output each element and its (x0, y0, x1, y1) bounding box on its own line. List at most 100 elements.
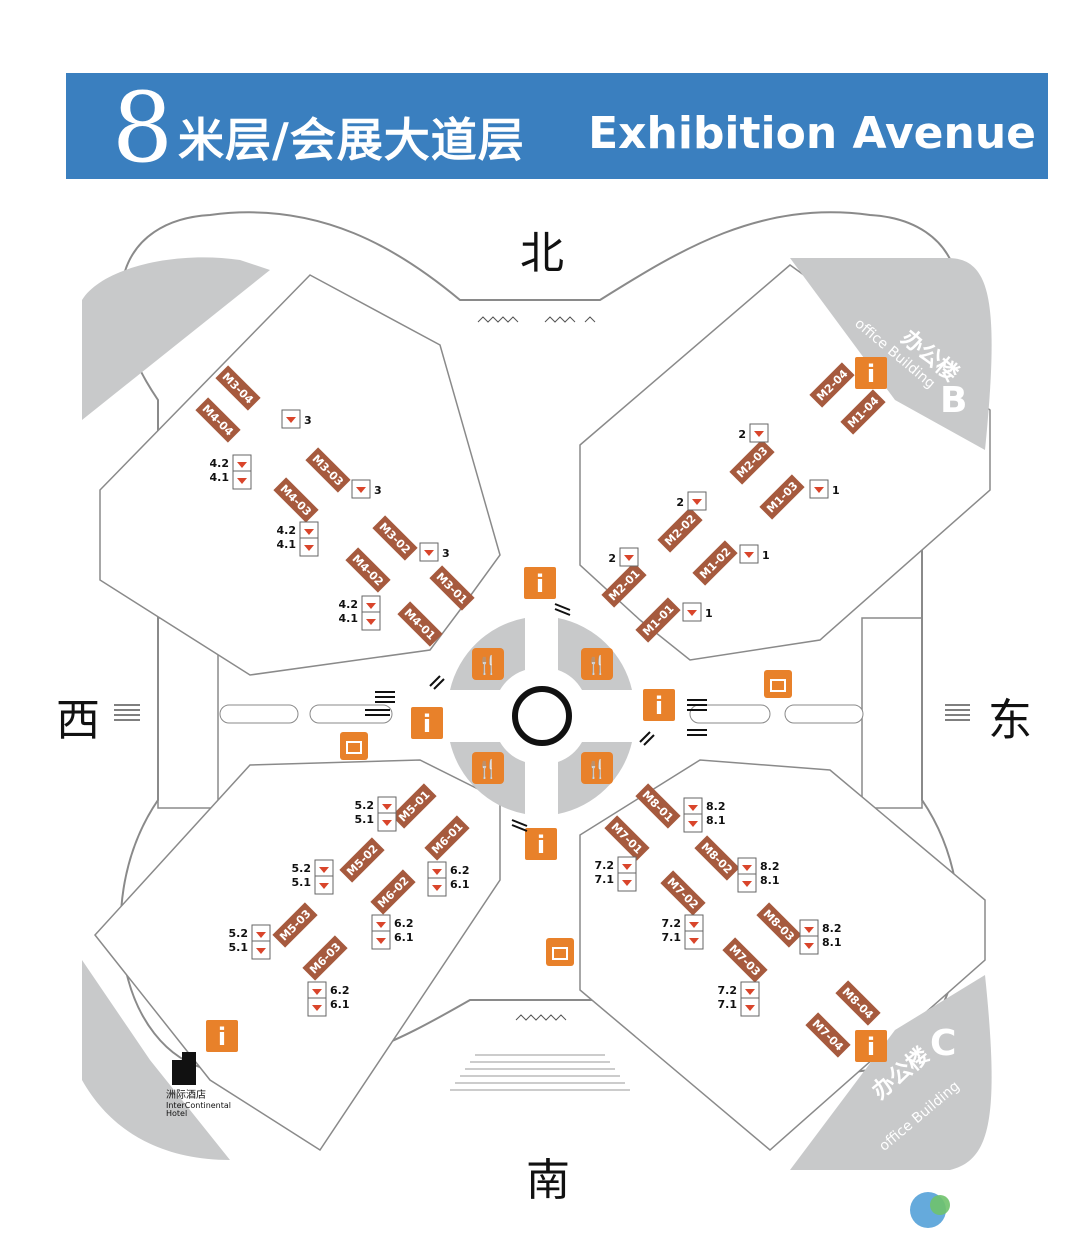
elevator-icon-se_m7-1-b[interactable] (684, 930, 704, 950)
elevator-label-nw_m4-bottom-0: 4.1 (210, 471, 230, 484)
restrooms-north (477, 316, 596, 323)
elevator-label-sw_m6-bottom-1: 6.1 (394, 931, 414, 944)
elevator-label-ne_m2-0: 2 (738, 428, 746, 441)
hall-block-nw (99, 274, 501, 676)
elevator-label-se_m8-top-2: 8.2 (822, 922, 842, 935)
elevator-label-sw_m5-top-2: 5.2 (229, 927, 249, 940)
elevator-icon-sw_m6-2[interactable] (307, 981, 327, 1001)
elevator-icon-ne_m2-0[interactable] (749, 423, 769, 443)
elevator-icon-nw_m4-0-b[interactable] (232, 470, 252, 490)
elevator-icon-nw_m3-0[interactable] (281, 409, 301, 429)
corridor-west-1 (219, 704, 299, 724)
stairs-east (945, 704, 970, 721)
shop-icon-south[interactable] (546, 938, 574, 966)
elevator-icon-sw_m6-2-b[interactable] (307, 997, 327, 1017)
elevator-label-se_m7-bottom-0: 7.1 (595, 873, 615, 886)
info-icon-south[interactable]: i (525, 828, 557, 860)
elevator-icon-se_m8-2[interactable] (799, 919, 819, 939)
elevator-icon-se_m7-2[interactable] (740, 981, 760, 1001)
elevator-icon-se_m8-2-b[interactable] (799, 935, 819, 955)
elevator-icon-nw_m4-2[interactable] (361, 595, 381, 615)
elevator-markers: 3332221114.24.14.24.14.24.15.25.15.25.15… (210, 409, 842, 1017)
elevator-icon-ne_m2-2[interactable] (619, 547, 639, 567)
elevator-icon-se_m7-0[interactable] (617, 856, 637, 876)
restaurant-icon-nw[interactable]: 🍴 (472, 648, 504, 680)
hotel-name-cn: 洲际酒店 (166, 1088, 206, 1101)
shop-icon-east[interactable] (764, 670, 792, 698)
elevator-label-sw_m5-bottom-0: 5.1 (355, 813, 375, 826)
escalator-icon-se-center (639, 731, 655, 746)
elevator-icon-se_m8-0-b[interactable] (683, 813, 703, 833)
elevator-label-se_m8-bottom-1: 8.1 (760, 874, 780, 887)
elevator-icon-sw_m5-1[interactable] (314, 859, 334, 879)
logo-mark (910, 1192, 950, 1228)
office-b-area (790, 258, 992, 450)
elevator-icon-sw_m5-0[interactable] (377, 796, 397, 816)
floor-name-en: Exhibition Avenue (588, 108, 1036, 159)
elevator-icon-ne_m2-1[interactable] (687, 491, 707, 511)
office-c-area (790, 975, 992, 1170)
restaurant-icon-sw[interactable]: 🍴 (472, 752, 504, 784)
office-b-letter: B (940, 380, 967, 421)
elevator-icon-nw_m3-1[interactable] (351, 479, 371, 499)
elevator-icon-nw_m3-2[interactable] (419, 542, 439, 562)
elevator-icon-se_m8-1-b[interactable] (737, 873, 757, 893)
shop-icon-west[interactable] (340, 732, 368, 760)
elevator-icon-se_m7-0-b[interactable] (617, 872, 637, 892)
elevator-label-ne_m1-0: 1 (832, 484, 840, 497)
svg-text:🍴: 🍴 (586, 758, 608, 780)
east-wing (861, 617, 923, 809)
central-rotunda (450, 618, 632, 814)
elevator-label-se_m7-top-2: 7.2 (718, 984, 738, 997)
info-icon-east[interactable]: i (643, 689, 675, 721)
elevator-label-ne_m2-2: 2 (608, 552, 616, 565)
info-icon-north[interactable]: i (524, 567, 556, 599)
elevator-icon-ne_m1-0[interactable] (809, 479, 829, 499)
elevator-icon-sw_m6-0-b[interactable] (427, 877, 447, 897)
elevator-icon-sw_m5-2[interactable] (251, 924, 271, 944)
svg-text:i: i (867, 1033, 875, 1061)
elevator-label-nw_m3-1: 3 (374, 484, 382, 497)
info-icon-sw-corner[interactable]: i (206, 1020, 238, 1052)
elevator-label-nw_m4-top-0: 4.2 (210, 457, 230, 470)
info-icon-se-corner[interactable]: i (855, 1030, 887, 1062)
elevator-label-se_m8-bottom-2: 8.1 (822, 936, 842, 949)
elevator-icon-sw_m6-1-b[interactable] (371, 930, 391, 950)
elevator-icon-nw_m4-2-b[interactable] (361, 611, 381, 631)
elevator-icon-nw_m4-1-b[interactable] (299, 537, 319, 557)
hotel-name-en-2: Hotel (166, 1109, 187, 1118)
direction-west: 西 (56, 695, 100, 746)
elevator-icon-sw_m5-2-b[interactable] (251, 940, 271, 960)
elevator-icon-sw_m6-1[interactable] (371, 914, 391, 934)
elevator-icon-ne_m1-2[interactable] (682, 602, 702, 622)
floor-number: 8 (112, 72, 174, 184)
elevator-icon-sw_m5-1-b[interactable] (314, 875, 334, 895)
elevator-icon-se_m8-0[interactable] (683, 797, 703, 817)
grey-area-nw (82, 257, 270, 420)
elevator-icon-sw_m6-0[interactable] (427, 861, 447, 881)
elevator-label-nw_m3-2: 3 (442, 547, 450, 560)
grey-area-sw (82, 960, 230, 1160)
elevator-label-nw_m4-bottom-1: 4.1 (277, 538, 297, 551)
info-icon-ne-corner[interactable]: i (855, 357, 887, 389)
elevator-label-ne_m2-1: 2 (676, 496, 684, 509)
elevator-label-sw_m5-bottom-1: 5.1 (292, 876, 312, 889)
elevator-icon-se_m7-2-b[interactable] (740, 997, 760, 1017)
restaurant-icon-se[interactable]: 🍴 (581, 752, 613, 784)
corridor-east-1 (689, 704, 771, 724)
svg-text:🍴: 🍴 (586, 654, 608, 676)
info-icon-west[interactable]: i (411, 707, 443, 739)
elevator-label-se_m7-bottom-1: 7.1 (662, 931, 682, 944)
elevator-icon-nw_m4-0[interactable] (232, 454, 252, 474)
elevator-icon-se_m7-1[interactable] (684, 914, 704, 934)
restaurant-icon-ne[interactable]: 🍴 (581, 648, 613, 680)
elevator-icon-se_m8-1[interactable] (737, 857, 757, 877)
stairs-south (450, 1054, 630, 1091)
elevator-icon-ne_m1-1[interactable] (739, 544, 759, 564)
elevator-icon-sw_m5-0-b[interactable] (377, 812, 397, 832)
restrooms-south (515, 1014, 567, 1021)
elevator-label-se_m7-top-0: 7.2 (595, 859, 615, 872)
elevator-icon-nw_m4-1[interactable] (299, 521, 319, 541)
escalator-icon-west (365, 691, 395, 716)
svg-text:i: i (536, 570, 544, 598)
